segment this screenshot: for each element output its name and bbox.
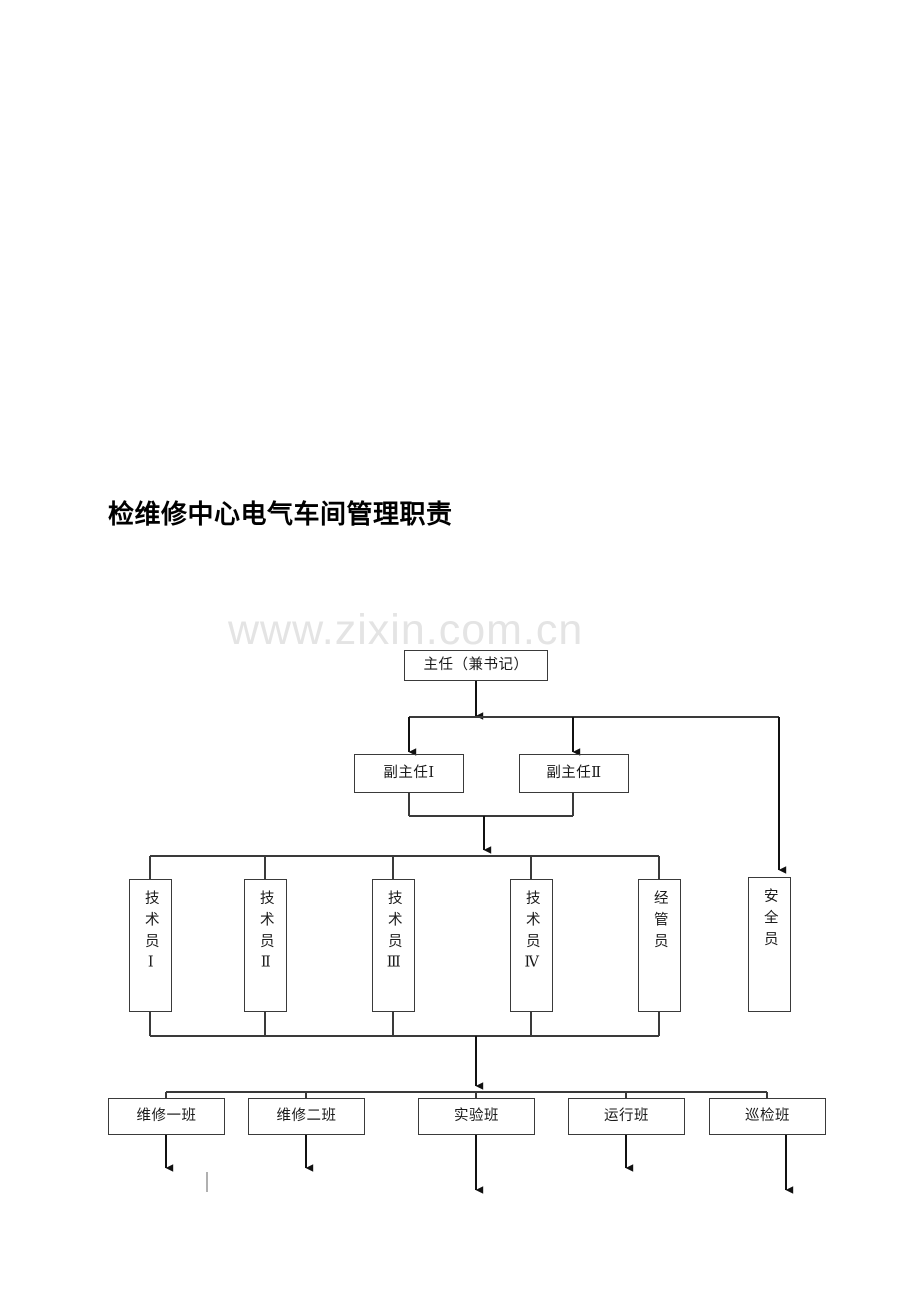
node-director[interactable]: 主任（兼书记） <box>404 650 548 681</box>
node-maintenance-team-1-label: 维修一班 <box>136 1108 197 1125</box>
node-operations-team-label: 运行班 <box>604 1108 649 1125</box>
site-watermark: www.zixin.com.cn <box>228 606 584 654</box>
node-technician-4-label: 技术员Ⅳ <box>523 890 540 978</box>
node-safety-officer[interactable]: 安全员 <box>748 877 791 1012</box>
node-operations-team[interactable]: 运行班 <box>568 1098 685 1135</box>
node-maintenance-team-2-label: 维修二班 <box>276 1108 337 1125</box>
node-deputy-director-1-label: 副主任Ⅰ <box>383 765 435 782</box>
node-management-officer[interactable]: 经管员 <box>638 879 681 1012</box>
page-title: 检维修中心电气车间管理职责 <box>108 499 453 529</box>
node-technician-4[interactable]: 技术员Ⅳ <box>510 879 553 1012</box>
node-inspection-team-label: 巡检班 <box>745 1108 790 1125</box>
node-laboratory-team-label: 实验班 <box>454 1108 499 1125</box>
node-deputy-director-1[interactable]: 副主任Ⅰ <box>354 754 464 793</box>
node-technician-2-label: 技术员Ⅱ <box>257 890 274 978</box>
node-safety-officer-label: 安全员 <box>761 888 778 953</box>
node-technician-2[interactable]: 技术员Ⅱ <box>244 879 287 1012</box>
node-maintenance-team-2[interactable]: 维修二班 <box>248 1098 365 1135</box>
node-laboratory-team[interactable]: 实验班 <box>418 1098 535 1135</box>
node-technician-3[interactable]: 技术员Ⅲ <box>372 879 415 1012</box>
node-deputy-director-2[interactable]: 副主任Ⅱ <box>519 754 629 793</box>
node-technician-1-label: 技术员Ⅰ <box>142 890 159 978</box>
node-inspection-team[interactable]: 巡检班 <box>709 1098 826 1135</box>
node-deputy-director-2-label: 副主任Ⅱ <box>546 765 602 782</box>
node-management-officer-label: 经管员 <box>651 890 668 955</box>
node-technician-3-label: 技术员Ⅲ <box>385 890 402 978</box>
node-technician-1[interactable]: 技术员Ⅰ <box>129 879 172 1012</box>
node-director-label: 主任（兼书记） <box>423 657 529 674</box>
node-maintenance-team-1[interactable]: 维修一班 <box>108 1098 225 1135</box>
